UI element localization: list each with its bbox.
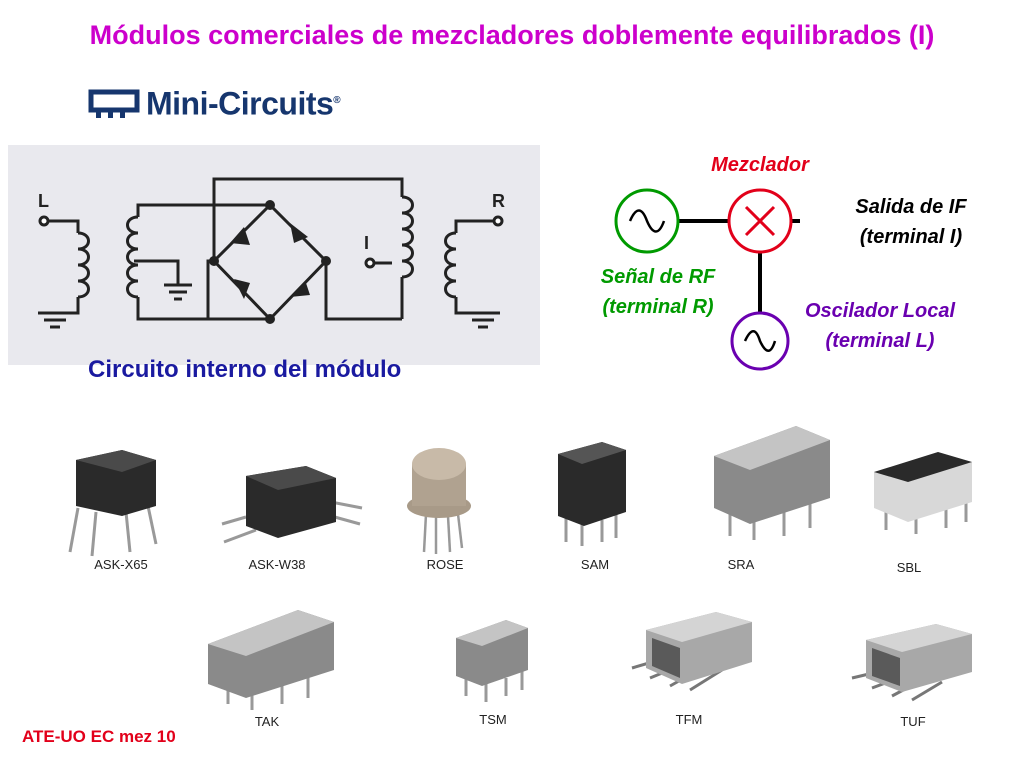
circuit-caption: Circuito interno del módulo [88, 356, 402, 383]
lo-label-line2: (terminal L) [825, 330, 935, 352]
package-tak-image [208, 610, 334, 710]
mini-circuits-logo-icon [88, 89, 140, 118]
ground-r [466, 311, 500, 329]
package-ask-w38-image [221, 466, 363, 544]
coil-r-primary [444, 231, 457, 299]
mixer-block-diagram [614, 188, 800, 371]
slide-title: Módulos comerciales de mezcladores doble… [89, 20, 935, 50]
package-label-tsm: TSM [479, 712, 507, 727]
package-sra-image [714, 426, 830, 540]
mixer-label: Mezclador [711, 154, 809, 176]
package-tfm-image [631, 612, 752, 692]
diode-2 [290, 223, 308, 243]
coil-r-secondary [401, 195, 414, 279]
logo-registered-mark: ® [333, 94, 341, 106]
mixer-cross-icon [744, 205, 776, 237]
package-rose-image [407, 448, 471, 554]
coil-l-primary [77, 231, 90, 299]
rf-signal-label-line1: Señal de RF [600, 266, 716, 288]
rf-signal-label: Señal de RF (terminal R) [568, 262, 748, 322]
circuit-schematic: L R I [38, 177, 505, 329]
package-label-sra: SRA [727, 557, 755, 572]
terminal-r-node [492, 215, 504, 227]
circuit-panel [8, 145, 540, 365]
logo-text: Mini-Circuits® [146, 85, 341, 122]
mini-circuits-logo: Mini-Circuits® [88, 84, 341, 122]
package-label-sbl: SBL [896, 560, 922, 575]
package-label-ask-x65: ASK-X65 [94, 557, 148, 572]
package-label-tuf: TUF [900, 714, 926, 729]
package-ask-x65-image [68, 450, 158, 557]
logo-name: Mini-Circuits [146, 85, 334, 122]
diode-4 [290, 283, 310, 297]
lo-label-line1: Oscilador Local [804, 300, 956, 322]
diode-3 [234, 279, 250, 299]
junction-bottom [265, 314, 275, 324]
if-output-label: Salida de IF (terminal I) [826, 192, 996, 252]
ground-center-tap [164, 283, 192, 301]
package-sam-image [558, 442, 626, 546]
package-tuf-image [851, 624, 972, 702]
lo-sine-icon [743, 330, 777, 352]
package-label-rose: ROSE [426, 557, 464, 572]
package-label-tak: TAK [254, 714, 280, 729]
local-oscillator-label: Oscilador Local (terminal L) [780, 296, 980, 356]
rf-sine-icon [628, 209, 666, 233]
if-output-label-line2: (terminal I) [859, 226, 963, 248]
package-sbl-image [874, 452, 972, 534]
package-label-tfm: TFM [675, 712, 703, 727]
terminal-l-label: L [38, 191, 49, 211]
coil-l-secondary [126, 215, 139, 299]
junction-top [265, 200, 275, 210]
junction-left [209, 256, 219, 266]
package-label-ask-w38: ASK-W38 [248, 557, 306, 572]
rf-signal-label-line2: (terminal R) [602, 296, 714, 318]
junction-right [321, 256, 331, 266]
if-output-label-line1: Salida de IF [855, 196, 967, 218]
terminal-i-label: I [364, 233, 369, 253]
slide-footer: ATE-UO EC mez 10 [22, 727, 176, 746]
package-label-sam: SAM [580, 557, 610, 572]
terminal-r-label: R [492, 191, 505, 211]
package-tsm-image [456, 620, 528, 702]
diode-bridge [209, 200, 331, 324]
diode-1 [230, 227, 250, 245]
terminal-l-node [38, 215, 50, 227]
terminal-i-node [364, 257, 376, 269]
